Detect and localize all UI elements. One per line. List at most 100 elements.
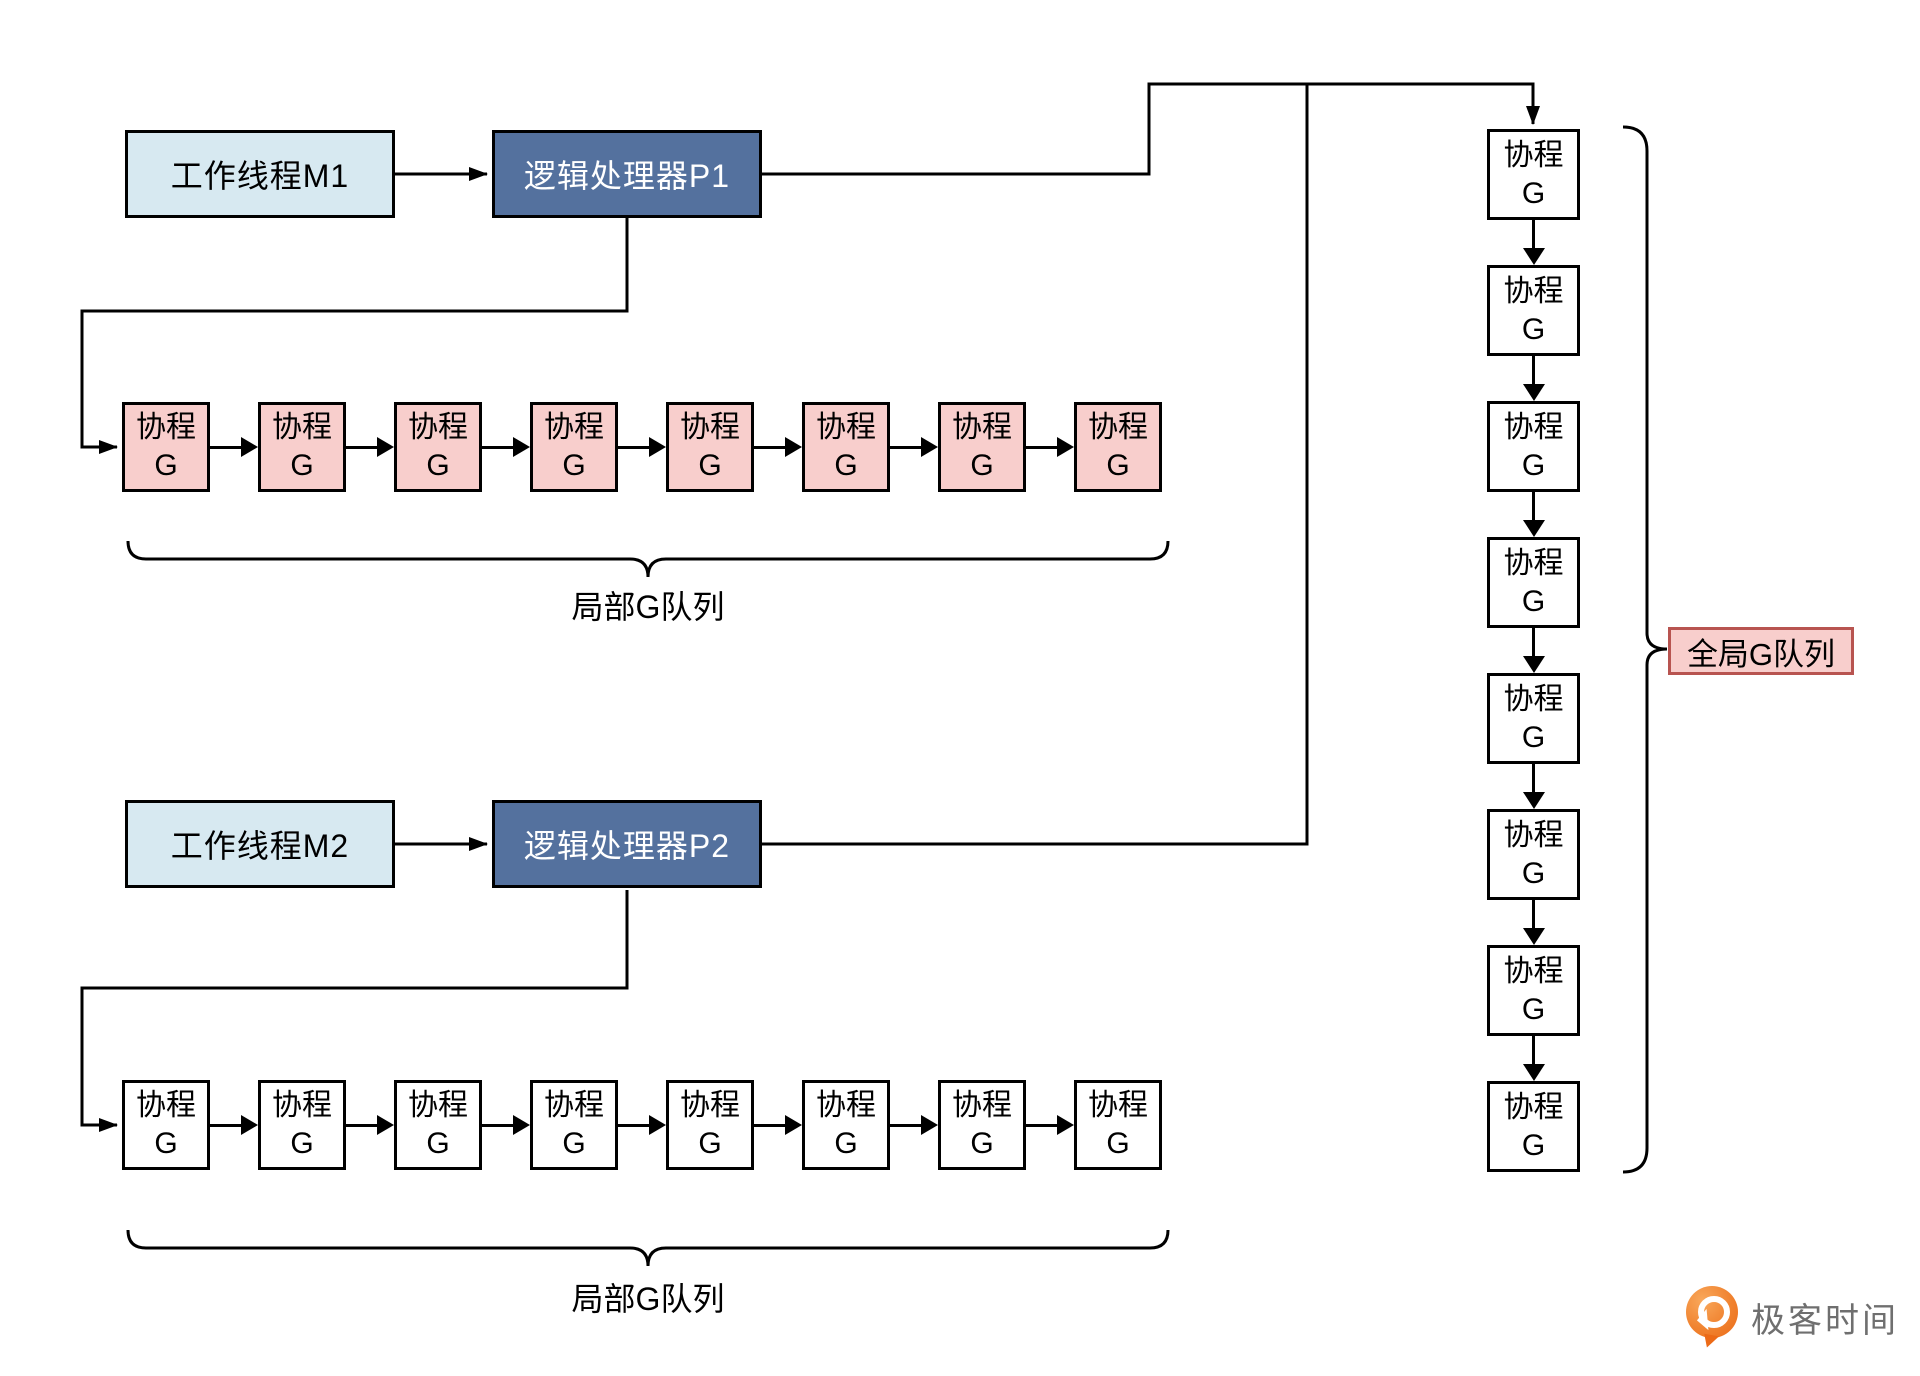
goroutine-g-box-line2: G xyxy=(1521,176,1546,210)
goroutine-g-box-line1: 协程 xyxy=(816,1089,876,1122)
goroutine-g-box-line2: G xyxy=(1106,449,1130,482)
goroutine-g-box: 协程 G xyxy=(1487,129,1580,220)
goroutine-g-box-line2: G xyxy=(1521,856,1546,890)
goroutine-g-box: 协程 G xyxy=(1487,537,1580,628)
goroutine-g-box-line1: 协程 xyxy=(408,1089,468,1122)
worker-thread-m1-label: 工作线程M1 xyxy=(170,158,350,194)
goroutine-g-box-line1: 协程 xyxy=(1088,1089,1148,1122)
goroutine-g-box-line1: 协程 xyxy=(680,411,740,444)
goroutine-g-box: 协程 G xyxy=(530,1080,618,1170)
goroutine-g-box: 协程 G xyxy=(394,402,482,492)
arrow-down-icon xyxy=(1522,220,1546,265)
goroutine-g-box-line1: 协程 xyxy=(952,411,1012,444)
goroutine-g-box-line2: G xyxy=(426,449,450,482)
goroutine-g-box: 协程 G xyxy=(938,402,1026,492)
goroutine-g-box-line1: 协程 xyxy=(680,1089,740,1122)
goroutine-g-box-line1: 协程 xyxy=(272,411,332,444)
goroutine-g-box-line2: G xyxy=(1106,1127,1130,1160)
arrow-down-icon xyxy=(1522,900,1546,945)
goroutine-g-box-line1: 协程 xyxy=(1503,410,1564,444)
local-g-queue-1-label: 局部G队列 xyxy=(571,589,725,625)
goroutine-g-box-line2: G xyxy=(970,1127,994,1160)
goroutine-g-box-line1: 协程 xyxy=(1503,274,1564,308)
goroutine-g-box-line1: 协程 xyxy=(544,1089,604,1122)
goroutine-g-box-line2: G xyxy=(1521,584,1546,618)
logical-processor-p1-label: 逻辑处理器P1 xyxy=(523,158,731,194)
geektime-logo-text: 极客时间 xyxy=(1751,1301,1899,1340)
goroutine-g-box-line2: G xyxy=(1521,312,1546,346)
goroutine-g-box-line2: G xyxy=(1521,720,1546,754)
arrow-right-icon xyxy=(210,1114,258,1136)
goroutine-g-box: 协程 G xyxy=(1487,673,1580,764)
global-g-queue-label: 全局G队列 xyxy=(1668,627,1854,675)
arrow-right-icon xyxy=(754,436,802,458)
goroutine-g-box: 协程 G xyxy=(1487,1081,1580,1172)
goroutine-g-box: 协程 G xyxy=(666,402,754,492)
local-queue-2-brace xyxy=(126,1229,1170,1267)
goroutine-g-box-line2: G xyxy=(970,449,994,482)
arrow-right-icon xyxy=(754,1114,802,1136)
goroutine-g-box-line2: G xyxy=(1521,992,1546,1026)
arrow-right-icon xyxy=(618,1114,666,1136)
goroutine-g-box-line2: G xyxy=(290,449,314,482)
arrow-down-icon xyxy=(1522,356,1546,401)
goroutine-g-box-line1: 协程 xyxy=(136,1089,196,1122)
arrow-right-icon xyxy=(618,436,666,458)
arrow-right-icon xyxy=(482,1114,530,1136)
goroutine-g-box-line2: G xyxy=(698,1127,722,1160)
arrow-right-icon xyxy=(1026,436,1074,458)
goroutine-g-box: 协程 G xyxy=(1487,945,1580,1036)
arrow-down-icon xyxy=(1522,764,1546,809)
goroutine-g-box-line1: 协程 xyxy=(816,411,876,444)
goroutine-g-box-line2: G xyxy=(562,1127,586,1160)
logical-processor-p1-box: 逻辑处理器P1 xyxy=(492,130,762,218)
goroutine-g-box-line1: 协程 xyxy=(1088,411,1148,444)
worker-thread-m2-label: 工作线程M2 xyxy=(170,828,350,864)
geektime-logo-icon xyxy=(1686,1286,1738,1350)
logical-processor-p2-label: 逻辑处理器P2 xyxy=(523,828,731,864)
goroutine-g-box-line1: 协程 xyxy=(1503,682,1564,716)
goroutine-g-box-line2: G xyxy=(290,1127,314,1160)
arrow-right-icon xyxy=(346,1114,394,1136)
goroutine-g-box-line2: G xyxy=(154,1127,178,1160)
logo-white-ring xyxy=(1698,1296,1730,1328)
arrow-right-icon xyxy=(890,436,938,458)
connector-p1-to-global-queue xyxy=(762,82,1540,176)
arrow-down-icon xyxy=(1522,628,1546,673)
goroutine-g-box: 协程 G xyxy=(1074,402,1162,492)
goroutine-g-box: 协程 G xyxy=(258,402,346,492)
logo-pin-tail xyxy=(1701,1333,1720,1350)
global-g-queue-label-text: 全局G队列 xyxy=(1686,636,1836,672)
goroutine-g-box: 协程 G xyxy=(938,1080,1026,1170)
goroutine-g-box-line1: 协程 xyxy=(136,411,196,444)
goroutine-g-box-line1: 协程 xyxy=(1503,1090,1564,1124)
goroutine-g-box-line1: 协程 xyxy=(408,411,468,444)
local-queue-1-brace xyxy=(126,540,1170,578)
arrow-right-icon xyxy=(346,436,394,458)
goroutine-g-box-line1: 协程 xyxy=(1503,954,1564,988)
goroutine-g-box-line1: 协程 xyxy=(952,1089,1012,1122)
goroutine-g-box-line2: G xyxy=(698,449,722,482)
goroutine-g-box-line2: G xyxy=(562,449,586,482)
arrow-right-icon xyxy=(1026,1114,1074,1136)
goroutine-g-box-line1: 协程 xyxy=(1503,546,1564,580)
worker-thread-m1-box: 工作线程M1 xyxy=(125,130,395,218)
global-queue-bracket xyxy=(1622,125,1668,1174)
goroutine-g-box-line1: 协程 xyxy=(1503,138,1564,172)
goroutine-g-box-line2: G xyxy=(1521,448,1546,482)
goroutine-g-box-line2: G xyxy=(1521,1128,1546,1162)
arrow-down-icon xyxy=(1522,492,1546,537)
arrow-right-icon xyxy=(482,436,530,458)
goroutine-g-box-line2: G xyxy=(834,1127,858,1160)
local-g-queue-2-label: 局部G队列 xyxy=(571,1281,725,1317)
goroutine-g-box: 协程 G xyxy=(1487,265,1580,356)
